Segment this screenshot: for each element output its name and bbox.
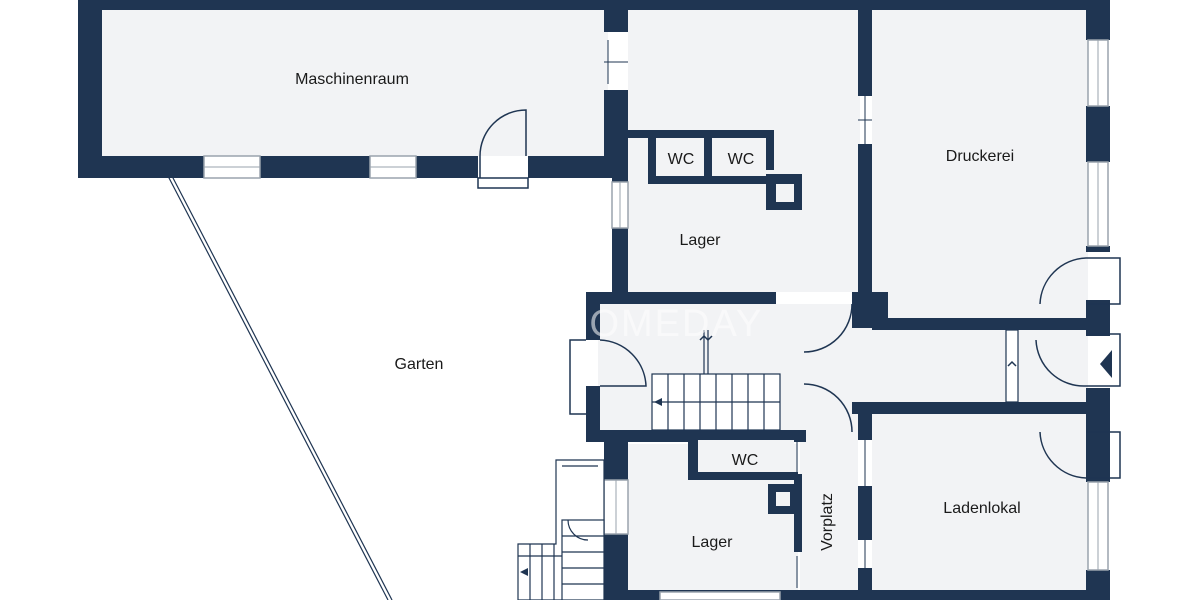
door-hall-west-step [569, 339, 586, 415]
room-label-ladenlokal: Ladenlokal [943, 500, 1020, 517]
entrance-arrow-icon [1100, 350, 1112, 378]
watermark: HOMEDAY [560, 303, 763, 345]
room-label-lager-upper: Lager [680, 232, 722, 249]
room-label-garten: Garten [395, 356, 444, 373]
main-stairs [651, 330, 781, 431]
stairs-arrow-up-icon [699, 334, 713, 342]
small-stairs-arrow-icon [1007, 360, 1017, 367]
doors [477, 109, 1121, 479]
small-stairs [1005, 329, 1019, 403]
floor-ladenlokal [872, 412, 1088, 592]
door-hall-east [1035, 333, 1121, 387]
door-lager-upper-hall [803, 303, 853, 353]
stairs-arrow-icon [654, 398, 662, 406]
door-druckerei-east [1039, 257, 1121, 305]
walls [78, 0, 1110, 600]
room-label-vorplatz: Vorplatz [819, 493, 836, 551]
garden-stairs [517, 459, 605, 600]
window-mullions [204, 40, 1099, 570]
door-vorplatz-hall [803, 383, 853, 433]
door-hall-west [599, 339, 647, 387]
room-label-wc-3: WC [732, 452, 759, 469]
room-label-lager-lower: Lager [692, 534, 734, 551]
window-bottom [659, 591, 781, 600]
room-label-wc-1: WC [668, 151, 695, 168]
door-ticks [604, 40, 872, 588]
wc-floors [656, 138, 794, 506]
floor-vorplatz [800, 404, 858, 594]
room-label-maschinenraum: Maschinenraum [295, 71, 409, 88]
garden-boundary [167, 175, 393, 600]
floor-maschinenraum [100, 8, 608, 156]
room-label-druckerei: Druckerei [946, 148, 1014, 165]
door-ladenlokal-east [1039, 431, 1121, 479]
door-maschinenraum [479, 109, 527, 188]
door-maschinenraum-step [477, 177, 529, 189]
room-label-wc-2: WC [728, 151, 755, 168]
garden-stairs-arrow-icon [520, 568, 528, 576]
floor-druckerei [872, 8, 1088, 320]
